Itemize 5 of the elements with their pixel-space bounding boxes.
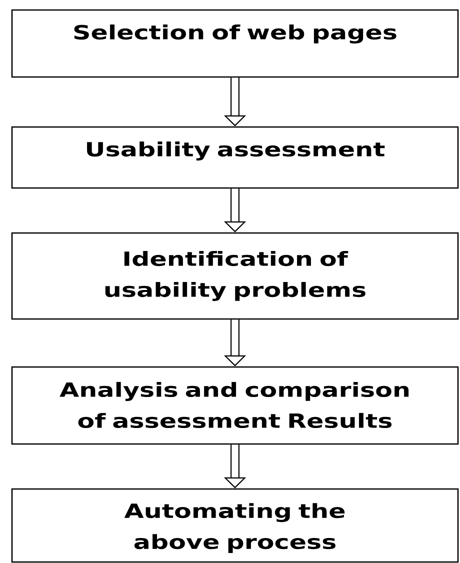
process-box: Selection of web pages bbox=[11, 9, 459, 78]
process-box: Identification of usability problems bbox=[11, 232, 459, 320]
process-box: Analysis and comparison of assessment Results bbox=[11, 366, 459, 445]
process-box: Automating the above process bbox=[11, 488, 459, 563]
process-box: Usability assessment bbox=[11, 126, 459, 189]
